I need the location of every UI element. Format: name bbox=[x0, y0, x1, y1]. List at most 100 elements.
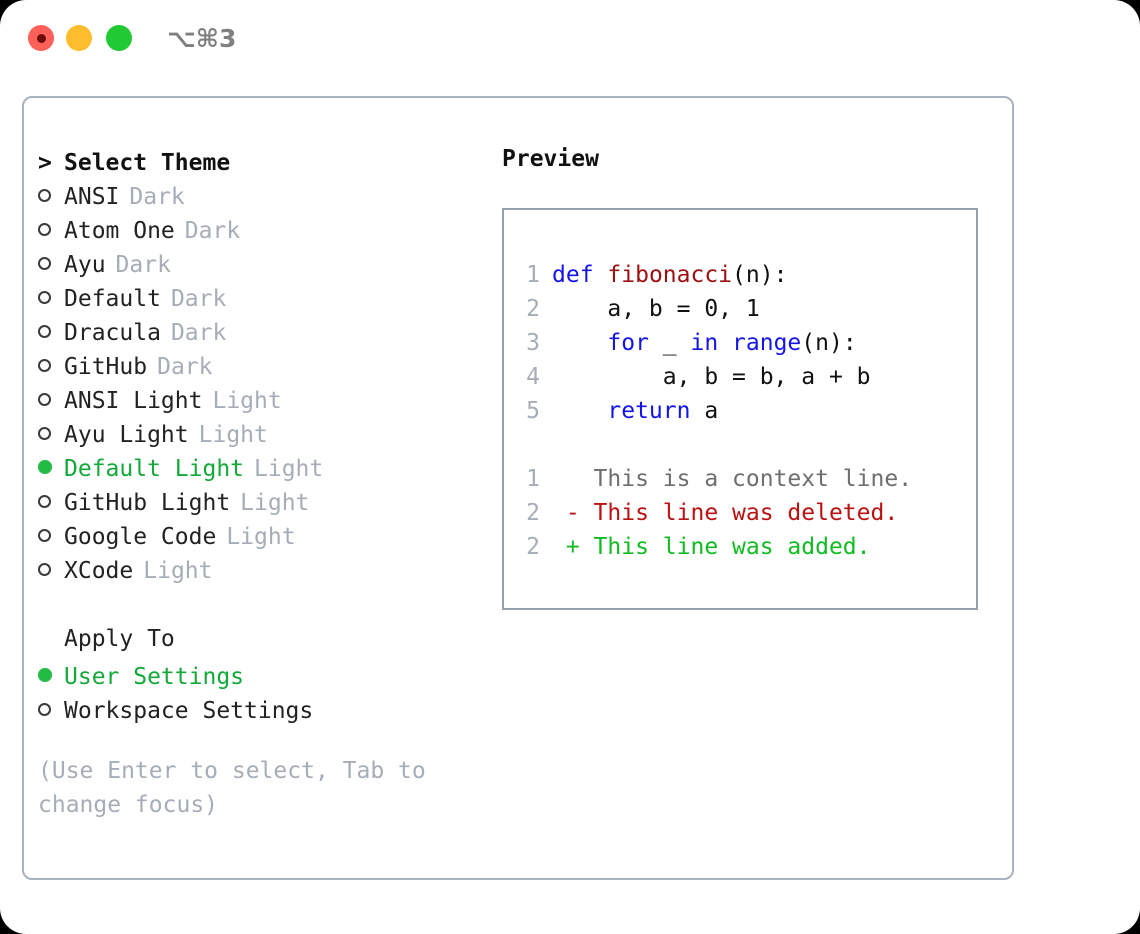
theme-option-label: Default bbox=[64, 286, 161, 312]
theme-option-label: Google Code bbox=[64, 524, 217, 550]
theme-option-row[interactable]: ANSI Light Light bbox=[38, 384, 488, 418]
radio-empty-icon bbox=[38, 393, 51, 406]
option-marker bbox=[38, 350, 64, 384]
theme-variant-badge: Light bbox=[143, 558, 213, 584]
option-marker bbox=[38, 418, 64, 452]
theme-variant-badge: Light bbox=[240, 490, 310, 516]
line-number: 4 bbox=[526, 364, 540, 390]
diff-text: This is a context line. bbox=[579, 466, 913, 492]
theme-option-row[interactable]: Default Light Light bbox=[38, 452, 488, 486]
apply-to-option-row[interactable]: User Settings bbox=[38, 660, 488, 694]
radio-empty-icon bbox=[38, 427, 51, 440]
radio-empty-icon bbox=[38, 529, 51, 542]
line-number: 2 bbox=[526, 534, 540, 560]
option-marker bbox=[38, 694, 64, 728]
option-marker bbox=[38, 384, 64, 418]
diff-sign bbox=[552, 466, 580, 492]
diff-text: This line was added. bbox=[579, 534, 871, 560]
theme-option-label: Dracula bbox=[64, 320, 161, 346]
option-marker bbox=[38, 316, 64, 350]
theme-option-label: Ayu Light bbox=[64, 422, 189, 448]
line-number: 1 bbox=[526, 466, 540, 492]
line-number: 3 bbox=[526, 330, 540, 356]
diff-line: 2 + This line was added. bbox=[518, 530, 912, 564]
option-marker bbox=[38, 452, 64, 486]
code-blank-line bbox=[518, 428, 912, 462]
code-token: def bbox=[552, 262, 594, 288]
radio-empty-icon bbox=[38, 291, 51, 304]
code-line: 2 a, b = 0, 1 bbox=[518, 292, 912, 326]
option-marker bbox=[38, 520, 64, 554]
code-token: fibonacci bbox=[607, 262, 733, 288]
code-token: a, b = 0, 1 bbox=[552, 296, 760, 322]
minimize-button[interactable] bbox=[66, 25, 92, 51]
line-number: 2 bbox=[526, 296, 540, 322]
apply-to-option-label: User Settings bbox=[64, 664, 245, 690]
radio-empty-icon bbox=[38, 257, 51, 270]
theme-option-label: XCode bbox=[64, 558, 134, 584]
radio-selected-icon bbox=[38, 668, 52, 682]
prompt-caret-icon: > bbox=[38, 150, 52, 176]
theme-option-row[interactable]: Google Code Light bbox=[38, 520, 488, 554]
code-token bbox=[594, 262, 608, 288]
theme-option-label: GitHub Light bbox=[64, 490, 231, 516]
diff-text: This line was deleted. bbox=[579, 500, 899, 526]
theme-variant-badge: Light bbox=[226, 524, 296, 550]
window-titlebar: ⌥⌘3 bbox=[0, 0, 1140, 78]
theme-variant-badge: Dark bbox=[157, 354, 213, 380]
code-token: in bbox=[690, 330, 719, 356]
theme-option-row[interactable]: GitHub Dark bbox=[38, 350, 488, 384]
option-marker bbox=[38, 248, 64, 282]
diff-line: 2 - This line was deleted. bbox=[518, 496, 912, 530]
theme-option-label: GitHub bbox=[64, 354, 148, 380]
code-line: 4 a, b = b, a + b bbox=[518, 360, 912, 394]
theme-option-label: Default Light bbox=[64, 456, 245, 482]
maximize-button[interactable] bbox=[106, 25, 132, 51]
theme-option-row[interactable]: Dracula Dark bbox=[38, 316, 488, 350]
theme-variant-badge: Dark bbox=[170, 286, 227, 312]
code-token: (n): bbox=[801, 330, 857, 356]
apply-to-option-label: Workspace Settings bbox=[64, 698, 314, 724]
theme-variant-badge: Dark bbox=[170, 320, 227, 346]
theme-variant-badge: Dark bbox=[129, 184, 185, 210]
theme-option-label: Atom One bbox=[64, 218, 175, 244]
preview-title: Preview bbox=[502, 146, 599, 172]
radio-selected-icon bbox=[38, 460, 52, 474]
theme-option-label: ANSI Light bbox=[64, 388, 203, 414]
theme-variant-badge: Light bbox=[212, 388, 282, 414]
code-token: return bbox=[607, 398, 691, 424]
diff-sign: - bbox=[552, 500, 580, 526]
close-icon bbox=[37, 34, 46, 43]
diff-line: 1 This is a context line. bbox=[518, 462, 912, 496]
option-marker bbox=[38, 554, 64, 588]
line-number: 1 bbox=[526, 262, 540, 288]
keyboard-hint: (Use Enter to select, Tab to change focu… bbox=[38, 758, 426, 818]
theme-variant-badge: Light bbox=[198, 422, 268, 448]
apply-to-option-row[interactable]: Workspace Settings bbox=[38, 694, 488, 728]
theme-option-row[interactable]: XCode Light bbox=[38, 554, 488, 588]
option-marker bbox=[38, 214, 64, 248]
radio-empty-icon bbox=[38, 703, 51, 716]
code-token: (n): bbox=[732, 262, 788, 288]
diff-sign: + bbox=[552, 534, 580, 560]
theme-option-row[interactable]: Ayu Light Light bbox=[38, 418, 488, 452]
radio-empty-icon bbox=[38, 223, 51, 236]
theme-option-row[interactable]: GitHub Light Light bbox=[38, 486, 488, 520]
code-line: 3 for _ in range(n): bbox=[518, 326, 912, 360]
option-marker bbox=[38, 660, 64, 694]
radio-empty-icon bbox=[38, 563, 51, 576]
line-number: 2 bbox=[526, 500, 540, 526]
theme-option-row[interactable]: Default Dark bbox=[38, 282, 488, 316]
theme-variant-badge: Light bbox=[254, 456, 324, 482]
code-line: 1 def fibonacci(n): bbox=[518, 258, 912, 292]
